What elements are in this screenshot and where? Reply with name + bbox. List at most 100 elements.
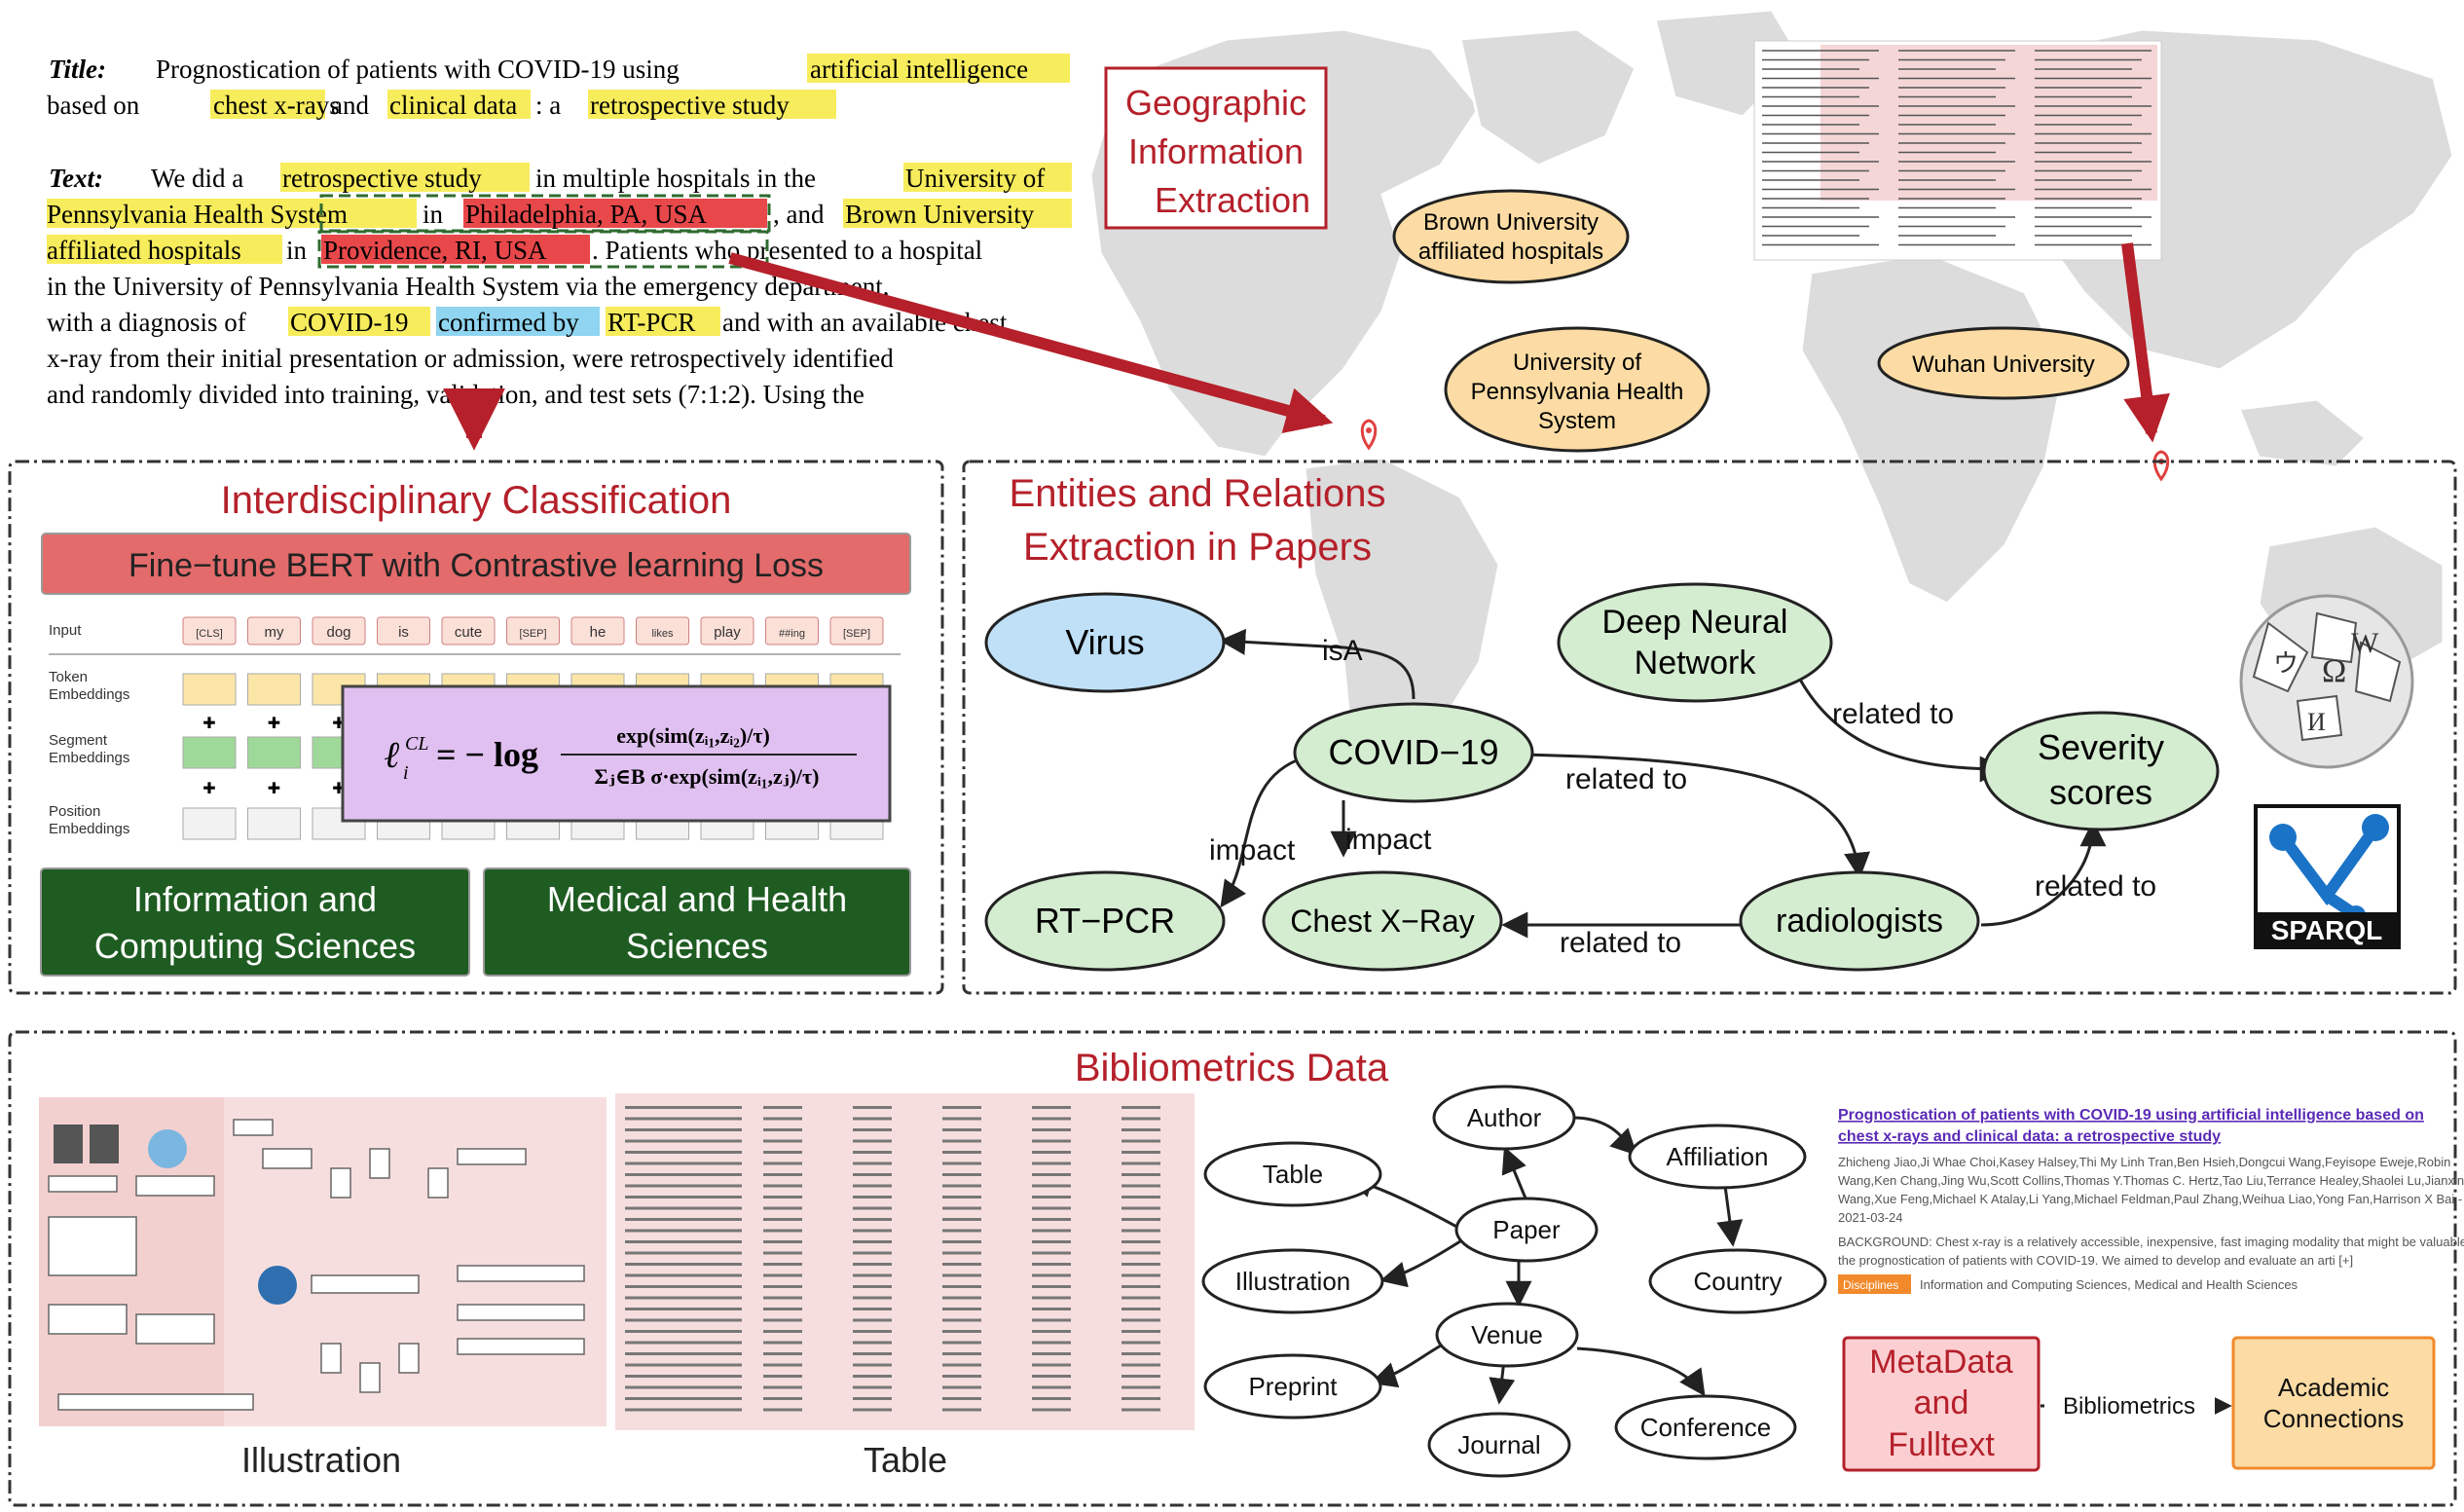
selection-box-1 [319, 194, 771, 233]
table-cell-line [1122, 1128, 1160, 1131]
wiki-glyph-w: W [2351, 627, 2379, 659]
edge-label-isa: isA [1322, 635, 1363, 667]
illustration-box [369, 1148, 390, 1179]
node-affiliation: Affiliation [1628, 1124, 1807, 1190]
body-l3-c: Providence, RI, USA [323, 236, 547, 265]
input-token-box [441, 616, 496, 645]
illustration-box [330, 1167, 351, 1199]
plus-icon: ✚ [268, 716, 280, 732]
geo-upenn-1: University of [1513, 350, 1641, 376]
table-cell-line [1122, 1318, 1160, 1322]
position-embedding-box [182, 807, 237, 840]
table-cell-line [763, 1385, 802, 1389]
table-cell-line [942, 1117, 981, 1121]
geo-brown-2: affiliated hospitals [1418, 239, 1603, 265]
geo-wuhan: Wuhan University [1912, 351, 2095, 378]
table-cell-line [853, 1318, 892, 1322]
node-country-label: Country [1693, 1267, 1782, 1296]
title-line2-e: : a [535, 91, 561, 120]
geo-brown-1: Brown University [1423, 209, 1599, 236]
illustration-thumbnail [39, 1097, 607, 1426]
table-cell-line [853, 1352, 892, 1355]
red-arrow-to-usa [728, 252, 1334, 434]
geo-title-3: Extraction [1155, 180, 1310, 220]
table-cell-line [763, 1218, 802, 1221]
table-cell-line [1032, 1151, 1071, 1154]
table-cell-line [1122, 1106, 1160, 1109]
table-cell-line [1122, 1263, 1160, 1266]
table-cell-line [625, 1173, 742, 1176]
input-token-box [182, 616, 237, 645]
table-cell-line [625, 1162, 742, 1165]
table-cell-line [625, 1229, 742, 1233]
wiki-glyph-ch: И [2307, 708, 2326, 736]
node-journal: Journal [1427, 1412, 1571, 1478]
table-cell-line [942, 1139, 981, 1143]
table-cell-line [763, 1296, 802, 1300]
table-thumbnail [615, 1093, 1195, 1430]
input-token: likes [651, 628, 674, 640]
input-token-box [312, 616, 366, 645]
illustration-box [359, 1362, 381, 1393]
body-l3-b: in [286, 236, 308, 265]
input-token-box [377, 616, 430, 645]
text-label: Text: [49, 164, 103, 193]
node-covid-label: COVID−19 [1328, 732, 1498, 772]
table-cell-line [1122, 1385, 1160, 1389]
input-token-box [570, 616, 625, 645]
table-cell-line [1032, 1240, 1071, 1243]
input-token: play [714, 624, 741, 641]
illustration-box [457, 1304, 585, 1321]
table-cell-line [1122, 1352, 1160, 1355]
edge-label-impact-1: impact [1209, 834, 1296, 867]
record-title-2[interactable]: chest x-rays and clinical data: a retros… [1838, 1128, 2221, 1145]
node-rtpcr: RT−PCR [984, 870, 1226, 972]
input-token: [SEP] [519, 628, 546, 640]
table-cell-line [1032, 1330, 1071, 1333]
table-cell-line [1122, 1196, 1160, 1199]
table-cell-line [625, 1330, 742, 1333]
bibliometrics-edge-label: Bibliometrics [2063, 1393, 2195, 1420]
formula-eq: = − log [436, 735, 538, 774]
edge-label-related-1: related to [1832, 698, 1954, 730]
sparql-label: SPARQL [2271, 915, 2383, 945]
table-cell-line [942, 1363, 981, 1367]
wiki-glyph-omega: Ω [2322, 653, 2346, 689]
table-cell-line [1122, 1162, 1160, 1165]
input-token: cute [455, 624, 482, 641]
body-l5-b: COVID-19 [290, 308, 409, 337]
title-line2-c: and [331, 91, 369, 120]
table-cell-line [853, 1240, 892, 1243]
node-chest: Chest X−Ray [1262, 870, 1503, 972]
table-cell-line [942, 1285, 981, 1288]
table-cell-line [763, 1106, 802, 1109]
table-cell-line [942, 1352, 981, 1355]
table-cell-line [1032, 1273, 1071, 1277]
table-cell-line [853, 1184, 892, 1188]
input-token-box [829, 616, 884, 645]
table-cell-line [1032, 1263, 1071, 1266]
node-table-label: Table [1263, 1160, 1323, 1189]
node-paper-label: Paper [1492, 1215, 1561, 1244]
table-cell-line [942, 1296, 981, 1300]
record-date: 2021-03-24 [1838, 1210, 1903, 1225]
table-cell-line [1032, 1408, 1071, 1412]
wikipedia-logo: Ω W ウ И [2239, 594, 2414, 769]
table-cell-line [763, 1151, 802, 1154]
table-cell-line [853, 1273, 892, 1277]
table-cell-line [1032, 1196, 1071, 1199]
table-cell-line [763, 1341, 802, 1345]
row-label-segment: Segment [49, 732, 108, 749]
table-cell-line [763, 1363, 802, 1367]
illustration-box [311, 1274, 420, 1294]
table-cell-line [1032, 1139, 1071, 1143]
table-cell-line [1122, 1151, 1160, 1154]
record-title-1[interactable]: Prognostication of patients with COVID-1… [1838, 1107, 2424, 1124]
table-cell-line [763, 1229, 802, 1233]
node-paper: Paper [1454, 1197, 1599, 1263]
edge-paper-author [1501, 1146, 1530, 1206]
node-illustration: Illustration [1201, 1248, 1384, 1314]
title-line2-b: chest x-rays [213, 91, 340, 120]
table-cell-line [1032, 1375, 1071, 1378]
input-token: dog [326, 624, 350, 641]
